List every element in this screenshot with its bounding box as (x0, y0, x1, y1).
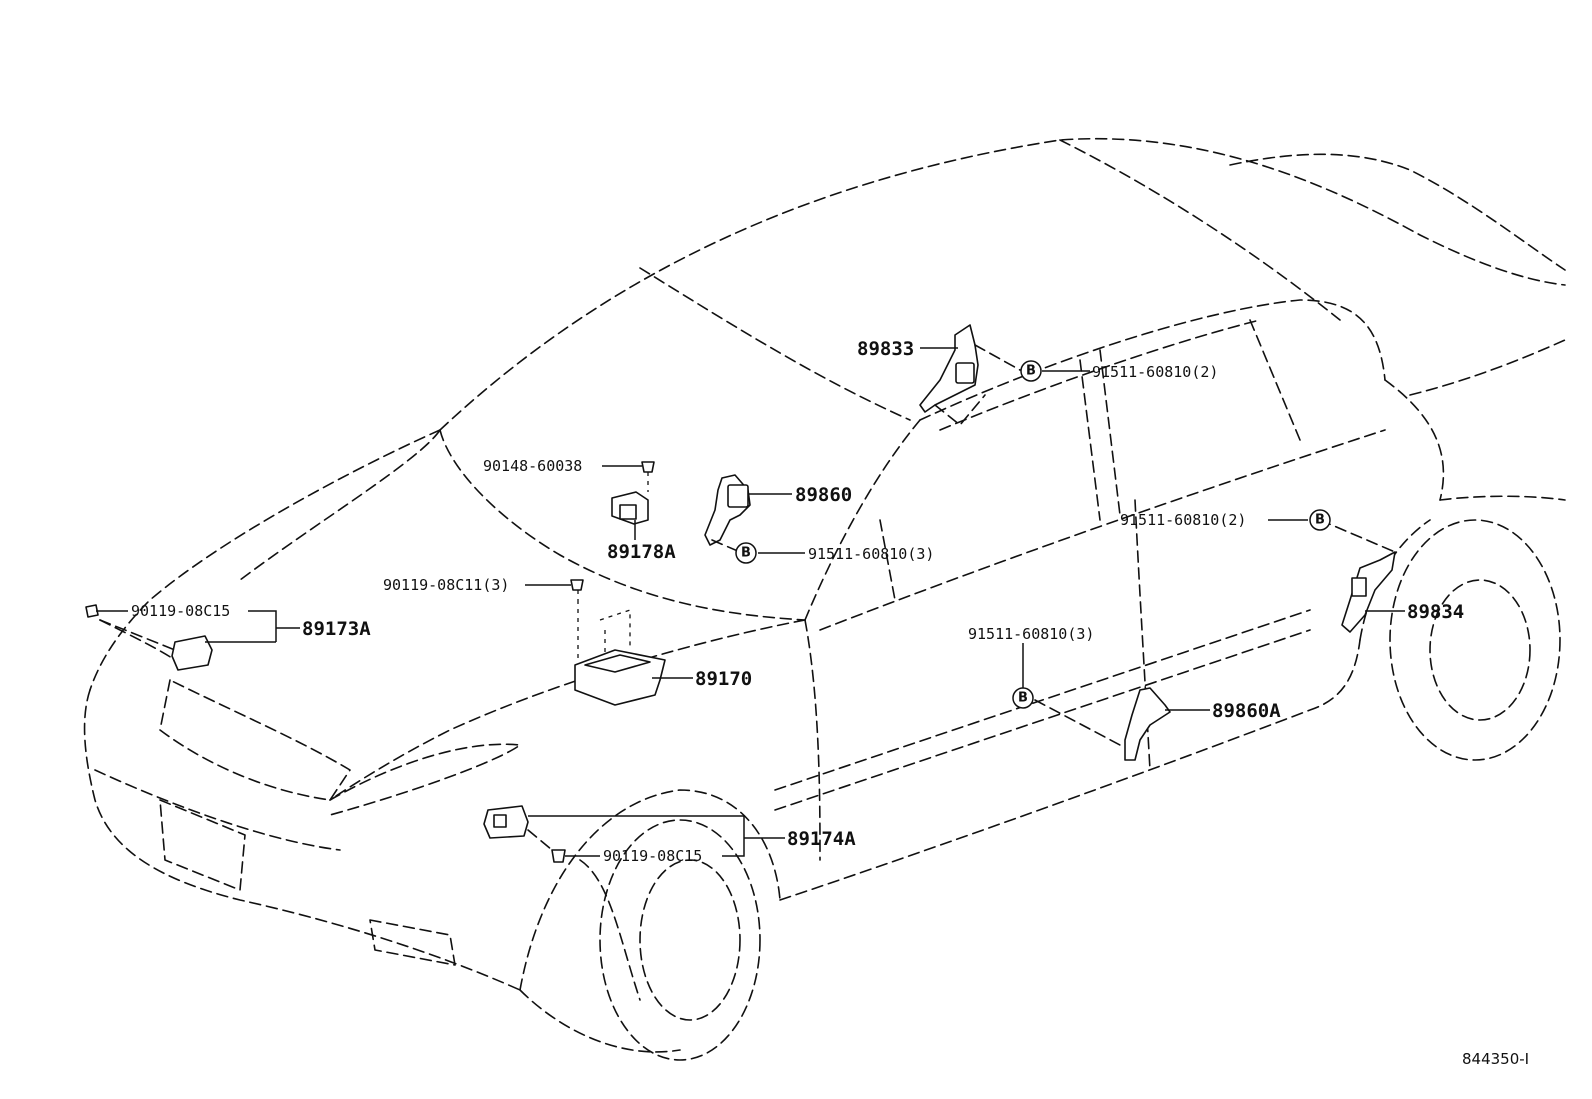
part-89860-sensor (704, 474, 751, 553)
label-90119-08c15-lower: 90119-08C15 (603, 847, 702, 865)
label-89860a: 89860A (1212, 700, 1281, 722)
label-89834: 89834 (1407, 601, 1464, 623)
label-89170: 89170 (695, 668, 752, 690)
car-outline (83, 137, 1566, 1061)
marker-b-text: B (741, 546, 751, 561)
marker-b-low: B (1012, 687, 1034, 709)
label-89833: 89833 (857, 338, 914, 360)
part-89170-airbag-ecu (570, 579, 666, 706)
part-89834-sensor (1319, 519, 1396, 633)
label-89860: 89860 (795, 484, 852, 506)
marker-b-mid: B (735, 542, 757, 564)
label-91511-60810-top: 91511-60810(2) (1092, 363, 1218, 381)
label-89178a: 89178A (607, 541, 676, 563)
marker-b-text: B (1026, 364, 1036, 379)
part-89178a-sensor (611, 461, 655, 525)
part-89174a-sensor (483, 805, 566, 863)
marker-b-right: B (1309, 509, 1331, 531)
part-89833-sensor (919, 324, 1021, 426)
label-90119-08c15-front: 90119-08C15 (131, 602, 230, 620)
label-91511-60810-mid: 91511-60810(3) (808, 545, 934, 563)
marker-b-top: B (1020, 360, 1042, 382)
part-89860a-sensor (1034, 687, 1171, 761)
label-89173a: 89173A (302, 618, 371, 640)
label-90148-60038: 90148-60038 (483, 457, 582, 475)
part-89173a-sensor (85, 604, 213, 671)
label-90119-08c11: 90119-08C11(3) (383, 576, 509, 594)
marker-b-text: B (1315, 513, 1325, 528)
label-89174a: 89174A (787, 828, 856, 850)
marker-b-text: B (1018, 691, 1028, 706)
label-91511-60810-right: 91511-60810(2) (1120, 511, 1246, 529)
label-91511-60810-low: 91511-60810(3) (968, 625, 1094, 643)
figure-code: 844350-I (1462, 1050, 1529, 1068)
leader-lines (96, 347, 1405, 857)
